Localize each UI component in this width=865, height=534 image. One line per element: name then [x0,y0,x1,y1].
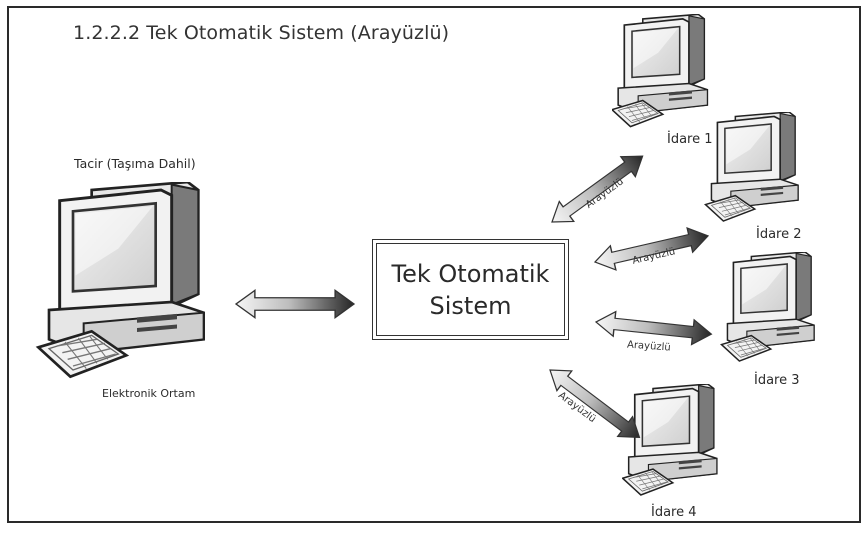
diagram-title: 1.2.2.2 Tek Otomatik Sistem (Arayüzlü) [73,22,450,44]
merchant-caption: Elektronik Ortam [102,387,196,400]
admin-4-label: İdare 4 [651,505,697,520]
center-system-label: Tek Otomatik Sistem [391,259,550,320]
single-automatic-system-box: Tek Otomatik Sistem [372,239,569,340]
admin-2-label: İdare 2 [756,227,802,242]
admin-1-label: İdare 1 [667,132,713,147]
admin-3-label: İdare 3 [754,373,800,388]
merchant-label: Tacir (Taşıma Dahil) [74,156,196,171]
